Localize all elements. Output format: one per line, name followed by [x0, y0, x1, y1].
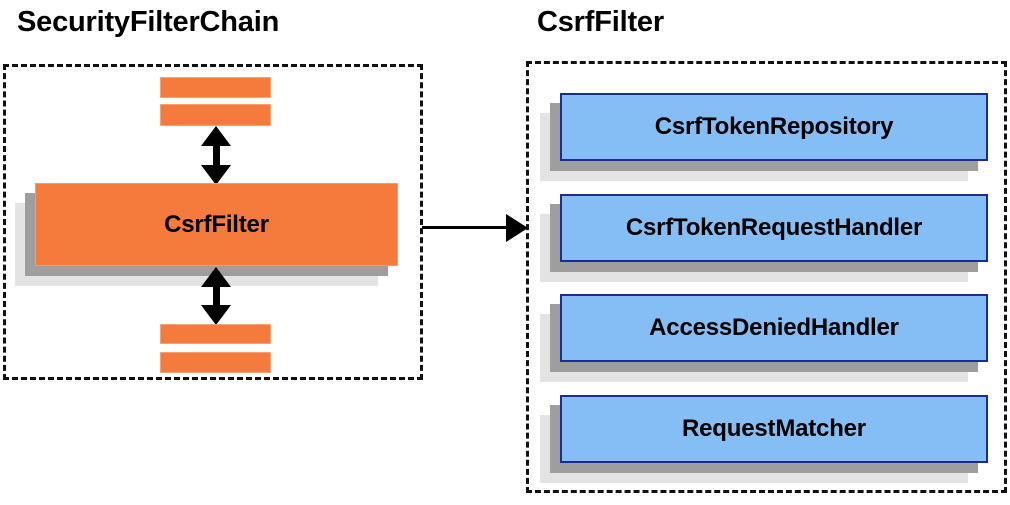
page-title-security-filter-chain: SecurityFilterChain	[17, 6, 280, 38]
filter-bar-top-2	[160, 104, 271, 126]
node-face: CsrfTokenRepository	[560, 93, 988, 161]
filter-bar-bottom-2	[160, 352, 271, 373]
node-csrf-token-request-handler[interactable]: CsrfTokenRequestHandler	[540, 194, 988, 282]
arrow-down-head-icon	[201, 165, 231, 185]
node-face: CsrfTokenRequestHandler	[560, 194, 988, 262]
arrow-down-head-icon-2	[201, 305, 231, 325]
node-label-csrf-filter: CsrfFilter	[164, 210, 269, 238]
node-access-denied-handler[interactable]: AccessDeniedHandler	[540, 294, 988, 382]
node-request-matcher[interactable]: RequestMatcher	[540, 395, 988, 483]
arrow-up-head-icon-2	[201, 267, 231, 287]
node-csrf-filter[interactable]: CsrfFilter	[15, 183, 398, 286]
node-face: AccessDeniedHandler	[560, 294, 988, 362]
csrf-filter-container	[526, 61, 1007, 493]
connector-arrow-shaft	[422, 226, 512, 229]
node-face: RequestMatcher	[560, 395, 988, 463]
arrow-up-shaft	[213, 142, 220, 172]
arrow-up-shaft-2	[213, 283, 220, 312]
filter-bar-top-1	[160, 77, 271, 98]
arrow-up-head-icon	[201, 126, 231, 146]
node-label-request-matcher: RequestMatcher	[682, 415, 866, 442]
page-title-csrf-filter: CsrfFilter	[537, 6, 664, 38]
node-label-access-denied-handler: AccessDeniedHandler	[649, 314, 899, 341]
filter-bar-bottom-1	[160, 324, 271, 344]
node-face: CsrfFilter	[35, 183, 398, 266]
connector-arrow-head-icon	[506, 214, 528, 242]
node-label-csrf-token-request-handler: CsrfTokenRequestHandler	[625, 214, 923, 241]
node-csrf-token-repository[interactable]: CsrfTokenRepository	[540, 93, 988, 181]
node-label-csrf-token-repository: CsrfTokenRepository	[654, 113, 894, 140]
security-filter-chain-container	[3, 64, 423, 380]
